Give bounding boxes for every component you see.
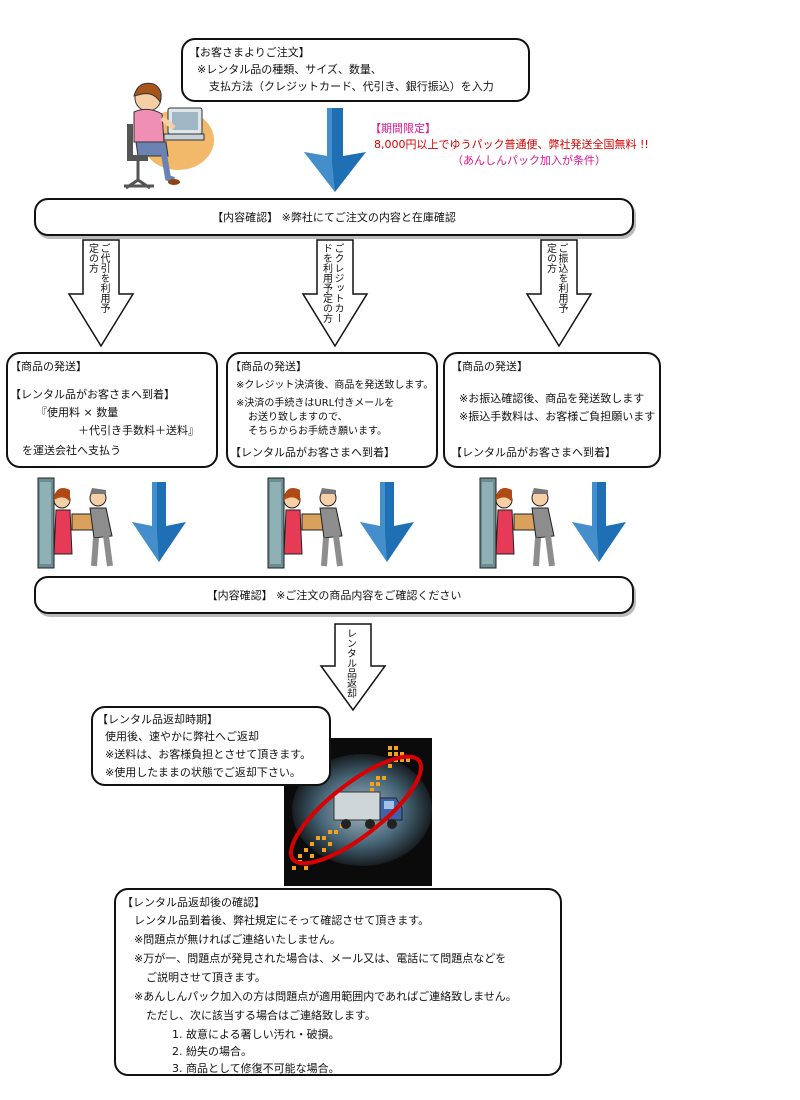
after-return-line-4: ご説明させて頂きます。	[146, 971, 266, 984]
return-time-box: 【レンタル品返却時期】 使用後、速やかに弊社へご返却 ※送料は、お客様負担とさせ…	[91, 706, 331, 786]
ship-transfer-line-2: ※振込手数料は、お客様ご負担願います	[459, 410, 656, 423]
delivery-illustration	[267, 477, 343, 569]
branch-label-cod: ご代引を利用予定の方	[86, 243, 110, 313]
truck-icon	[333, 791, 403, 829]
return-time-line-2: ※送料は、お客様負担とさせて頂きます。	[105, 748, 312, 761]
confirm-2-text: 【内容確認】 ※ご注文の商品内容をご確認ください	[206, 589, 462, 602]
order-line-1: ※レンタル品の種類、サイズ、数量、	[197, 63, 382, 76]
return-time-line-3: ※使用したままの状態でご返却下さい。	[105, 766, 301, 779]
arrow-down-outline	[67, 239, 135, 348]
after-return-line-1: レンタル品到着後、弊社規定にそって確認させて頂きます。	[134, 914, 430, 927]
ship-box-cod: 【商品の発送】 【レンタル品がお客さまへ到着】 『使用料 × 数量 ＋代引き手数…	[6, 352, 218, 468]
arrow-down-blue	[304, 108, 366, 192]
delivery-illustration	[479, 477, 555, 569]
order-line-2: 支払方法（クレジットカード、代引き、銀行振込）を入力	[209, 80, 494, 93]
after-return-box: 【レンタル品返却後の確認】 レンタル品到着後、弊社規定にそって確認させて頂きます…	[114, 888, 562, 1076]
ship-cod-fee-1: 『使用料 × 数量	[36, 406, 119, 419]
customer-computer-illustration	[124, 82, 214, 190]
arrow-down-blue	[572, 482, 626, 562]
ship-credit-line-2: ※決済の手続きはURL付きメールを	[236, 398, 395, 409]
order-box: 【お客さまよりご注文】 ※レンタル品の種類、サイズ、数量、 支払方法（クレジット…	[181, 38, 530, 102]
ship-cod-arrive: 【レンタル品がお客さまへ到着】	[10, 388, 175, 401]
arrow-down-blue	[360, 482, 414, 562]
after-return-item-2: 2. 紛失の場合。	[172, 1045, 252, 1058]
branch-label-credit: ごクレジットカードを利用予定の方	[320, 243, 344, 323]
after-return-line-6: ただし、次に該当する場合はご連絡致します。	[146, 1009, 376, 1022]
ship-box-transfer: 【商品の発送】 ※お振込確認後、商品を発送致します ※振込手数料は、お客様ご負担…	[443, 352, 661, 468]
after-return-item-1: 1. 故意による著しい汚れ・破損。	[172, 1028, 340, 1041]
branch-label-transfer: ご振込を利用予定の方	[544, 243, 568, 313]
ship-cod-pay: を運送会社へ支払う	[22, 444, 121, 457]
confirm-box-2: 【内容確認】 ※ご注文の商品内容をご確認ください	[34, 576, 634, 614]
promo-line-1: 8,000円以上でゆうパック普通便、弊社発送全国無料 !!	[374, 138, 649, 151]
ship-credit-line-3: お送り致しますので、	[248, 412, 348, 423]
promo-line-2: （あんしんパック加入が条件）	[452, 154, 606, 167]
after-return-line-3: ※万が一、問題点が発見された場合は、メール又は、電話にて問題点などを	[134, 952, 507, 965]
after-return-line-5: ※あんしんパック加入の方は問題点が適用範囲内であればご連絡致しません。	[134, 990, 517, 1003]
return-time-title: 【レンタル品返却時期】	[97, 713, 218, 726]
order-title: 【お客さまよりご注文】	[189, 46, 310, 59]
ship-credit-line-1: ※クレジット決済後、商品を発送致します。	[236, 380, 434, 391]
ship-transfer-arrive: 【レンタル品がお客さまへ到着】	[451, 446, 616, 459]
promo-title: 【期間限定】	[370, 122, 436, 135]
arrow-down-outline	[525, 239, 593, 348]
return-time-line-1: 使用後、速やかに弊社へご返却	[105, 730, 259, 743]
arrow-down-blue	[132, 482, 186, 562]
confirm-box-1: 【内容確認】 ※弊社にてご注文の内容と在庫確認	[34, 198, 634, 236]
ship-box-credit: 【商品の発送】 ※クレジット決済後、商品を発送致します。 ※決済の手続きはURL…	[226, 352, 438, 468]
confirm-1-text: 【内容確認】 ※弊社にてご注文の内容と在庫確認	[212, 211, 456, 224]
ship-transfer-title: 【商品の発送】	[451, 360, 528, 373]
ship-cod-fee-2: ＋代引き手数料＋送料』	[78, 424, 199, 437]
arrow-down-outline	[319, 623, 387, 712]
return-arrow-label: レンタル品返却	[344, 628, 356, 698]
ship-transfer-line-1: ※お振込確認後、商品を発送致します	[459, 392, 645, 405]
ship-credit-arrive: 【レンタル品がお客さまへ到着】	[230, 446, 395, 459]
ship-cod-title: 【商品の発送】	[10, 360, 87, 373]
delivery-illustration	[37, 477, 113, 569]
after-return-title: 【レンタル品返却後の確認】	[122, 896, 265, 909]
arrow-down-outline	[301, 239, 369, 348]
ship-credit-title: 【商品の発送】	[230, 360, 307, 373]
ship-credit-line-4: そちらからお手続き願います。	[248, 426, 387, 437]
after-return-line-2: ※問題点が無ければご連絡いたしません。	[134, 933, 341, 946]
after-return-item-3: 3. 商品として修復不可能な場合。	[172, 1062, 340, 1075]
